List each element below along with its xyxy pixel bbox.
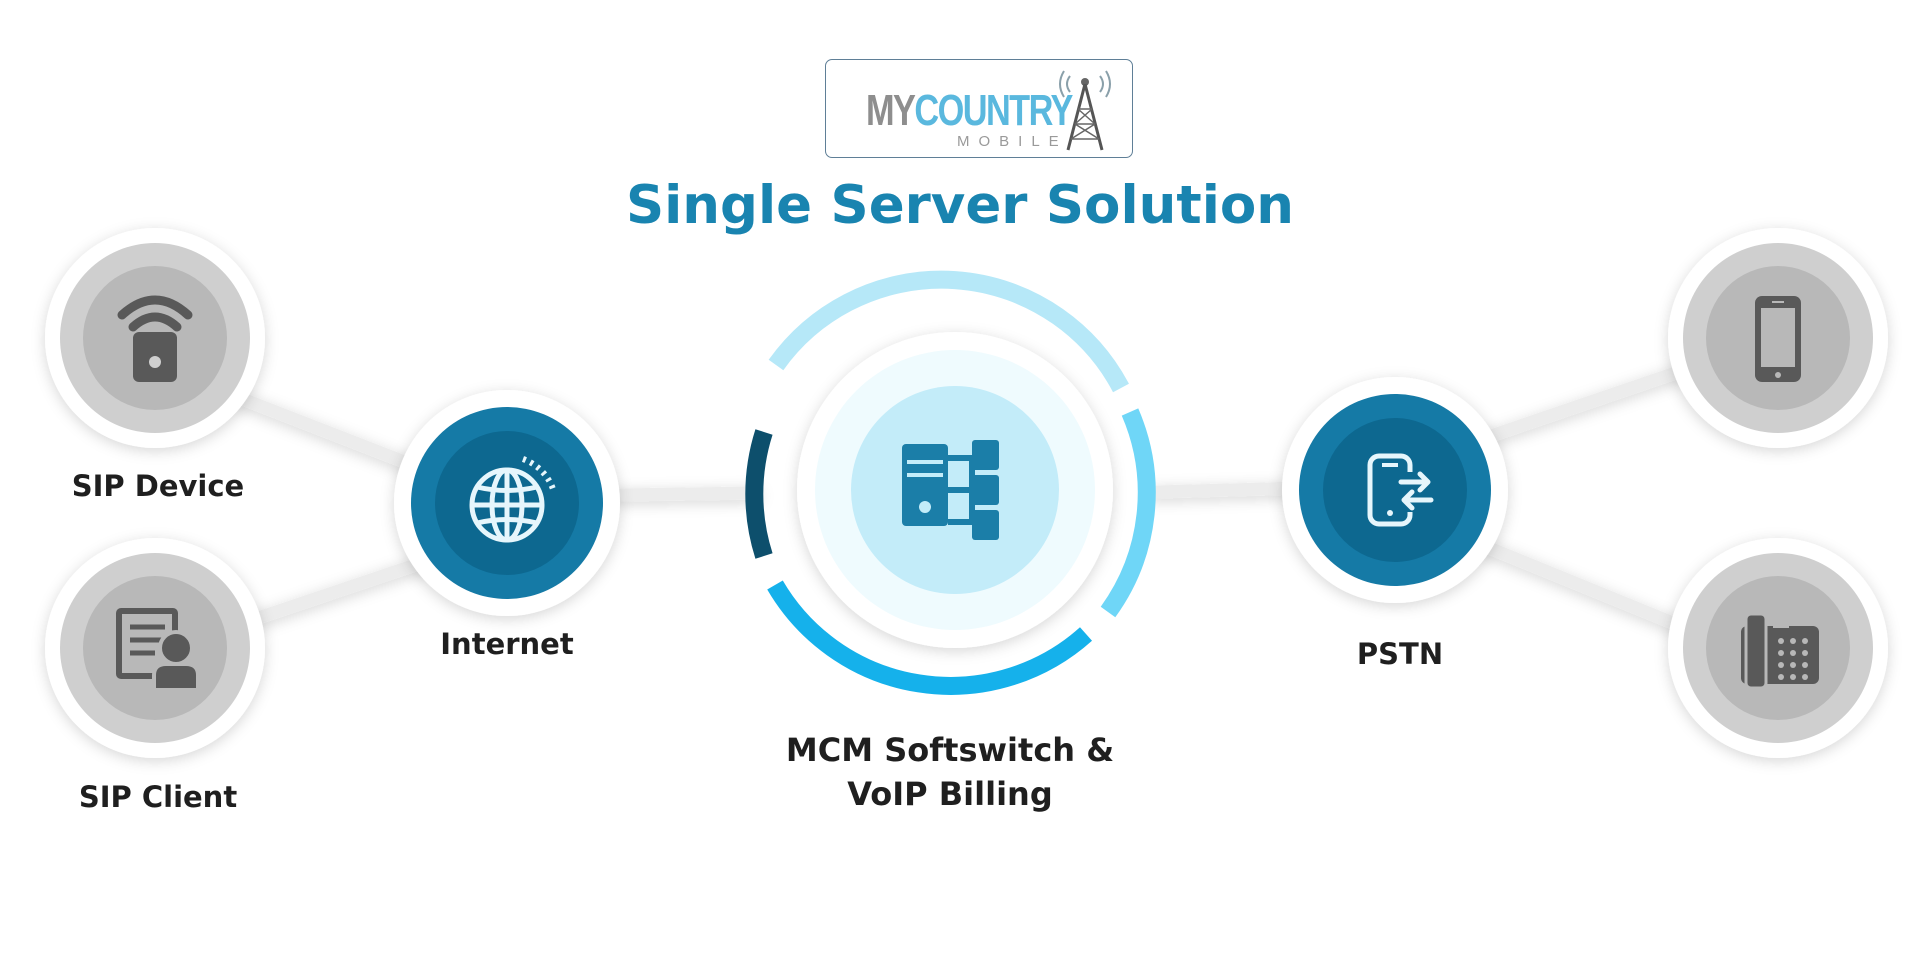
pstn-label: PSTN — [1356, 637, 1444, 671]
logo-wordmark: MYCOUNTRY — [866, 86, 1073, 135]
brand-logo: MYCOUNTRY MOBILE — [825, 59, 1133, 158]
connector-pstn-deskphone — [1475, 538, 1697, 637]
mobile-node — [1668, 228, 1888, 448]
connector-sip-client-internet — [251, 553, 437, 625]
center-label-line2: VoIP Billing — [847, 775, 1053, 814]
desk-phone-node — [1668, 538, 1888, 758]
connector-center-pstn — [1148, 481, 1307, 499]
sip-client-label: SIP Client — [78, 780, 238, 814]
logo-word-my: MY — [866, 86, 916, 135]
sip-device-node — [45, 228, 265, 448]
internet-node — [394, 390, 620, 616]
sip-client-node — [45, 538, 265, 758]
logo-word-country: COUNTRY — [914, 86, 1073, 135]
desk-phone-icon — [1741, 612, 1819, 690]
center-label: MCM Softswitch & VoIP Billing — [750, 728, 1150, 816]
connector-internet-center — [608, 486, 762, 502]
radio-tower-icon — [1059, 70, 1111, 151]
connectors — [233, 361, 1697, 637]
pstn-node — [1282, 377, 1508, 603]
logo-word-mobile: MOBILE — [957, 133, 1068, 150]
internet-label: Internet — [440, 627, 574, 661]
center-label-line1: MCM Softswitch & — [785, 731, 1115, 769]
connector-sip-device-internet — [233, 391, 427, 475]
sip-device-label: SIP Device — [71, 469, 245, 503]
phone-transfer-icon — [1367, 453, 1434, 527]
globe-icon — [469, 456, 556, 543]
user-document-icon — [116, 608, 200, 692]
smartphone-icon — [1755, 296, 1801, 382]
server-network-icon — [902, 440, 999, 540]
center-node — [745, 270, 1156, 695]
wifi-lock-icon — [117, 295, 193, 382]
diagram-title: Single Server Solution — [625, 175, 1295, 236]
connector-pstn-mobile — [1478, 361, 1697, 445]
